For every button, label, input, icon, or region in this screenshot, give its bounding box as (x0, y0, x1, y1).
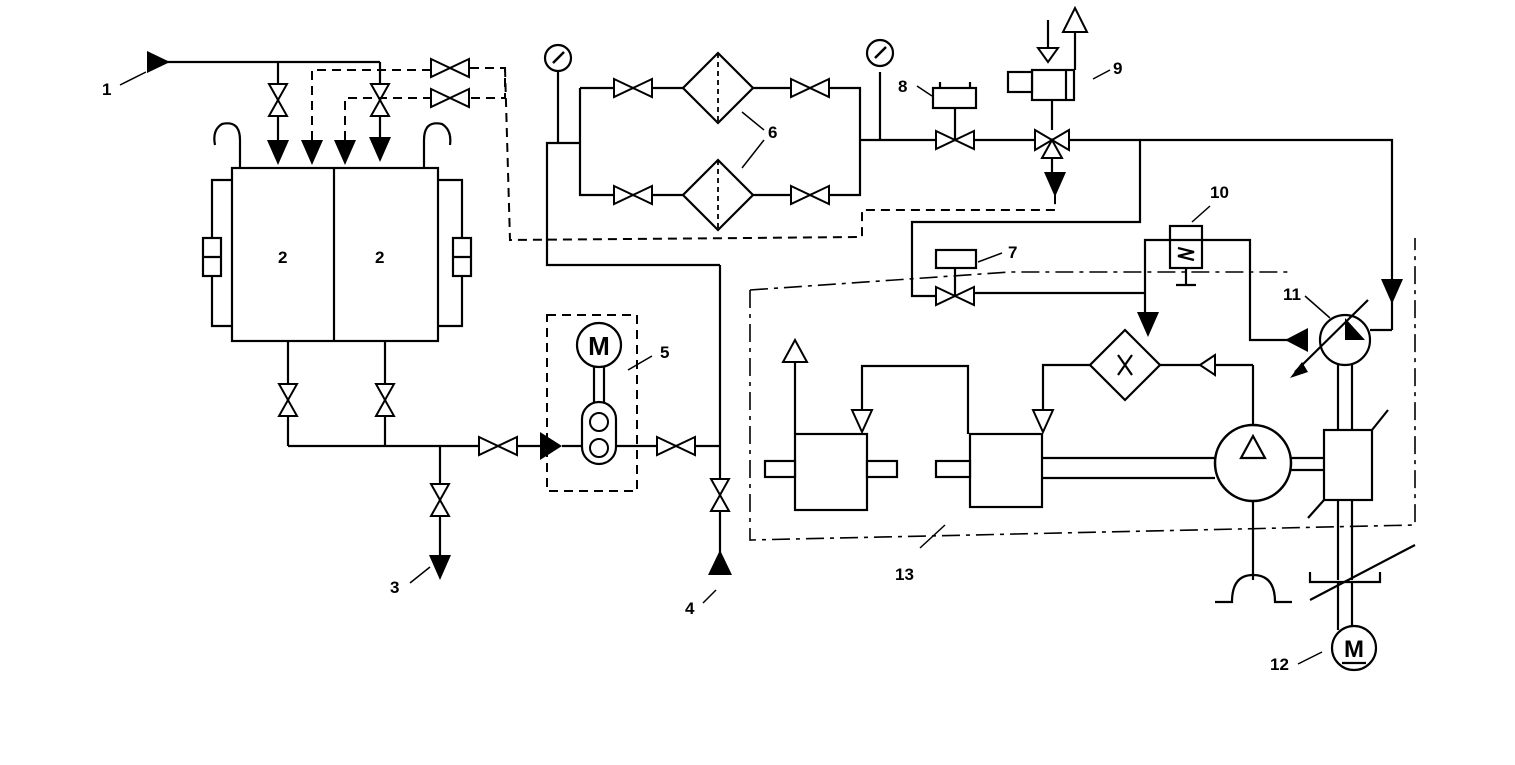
line-4 (543, 43, 732, 575)
variable-pump-11 (1290, 299, 1416, 630)
label-2-right: 2 (375, 248, 384, 267)
label-8: 8 (898, 77, 907, 96)
inlet-line (147, 51, 1056, 242)
tank-drain-lines (278, 341, 562, 580)
relief-valve-10 (1137, 224, 1308, 352)
motor-5-symbol: M (588, 331, 610, 361)
tank-block (201, 122, 473, 343)
hydraulic-block-13 (749, 238, 1416, 604)
label-13: 13 (895, 565, 914, 584)
label-5: 5 (660, 343, 669, 362)
label-6: 6 (768, 123, 777, 142)
control-valve-8 (931, 82, 978, 150)
label-3: 3 (390, 578, 399, 597)
label-10: 10 (1210, 183, 1229, 202)
label-2-left: 2 (278, 248, 287, 267)
filter-bank-6 (578, 38, 1050, 232)
label-9: 9 (1113, 59, 1122, 78)
pump-unit-5: M (546, 314, 720, 492)
label-1: 1 (102, 80, 111, 99)
control-valve-7 (934, 248, 1145, 306)
label-4: 4 (685, 599, 695, 618)
label-12: 12 (1270, 655, 1289, 674)
motor-12: M (1330, 624, 1378, 672)
motor-12-symbol: M (1344, 636, 1364, 663)
inlet-arrow-icon (147, 51, 170, 73)
control-valve-9 (910, 5, 1403, 304)
motor-icon (575, 321, 623, 369)
label-7: 7 (1008, 243, 1017, 262)
label-11: 11 (1283, 285, 1301, 304)
motor-icon (1330, 624, 1378, 672)
